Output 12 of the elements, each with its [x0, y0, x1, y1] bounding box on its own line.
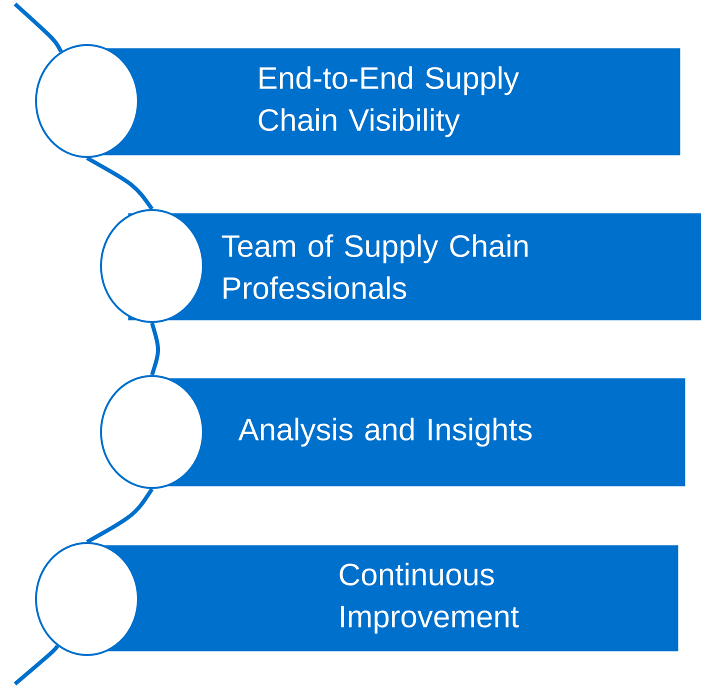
step-bar: Continuous Improvement	[86, 545, 678, 652]
arc-line	[86, 488, 154, 544]
step-bar: Analysis and Insights	[148, 378, 686, 486]
arc-line	[150, 322, 160, 376]
arc-line	[14, 644, 60, 686]
arc-line	[86, 156, 154, 210]
step-bar: End-to-End Supply Chain Visibility	[85, 48, 680, 156]
circle	[100, 209, 204, 323]
arc-line	[14, 2, 63, 53]
circle	[35, 542, 139, 656]
circle	[100, 375, 204, 489]
circle	[35, 44, 139, 158]
